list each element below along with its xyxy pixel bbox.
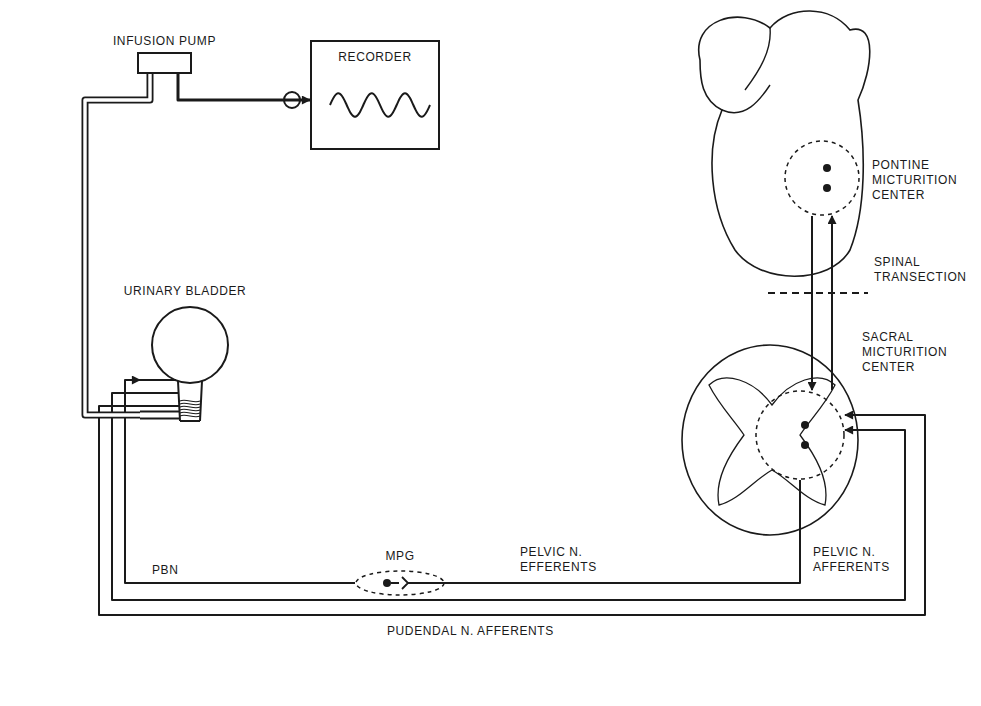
nerve-pathway	[831, 216, 833, 390]
nerve-pathway	[178, 74, 310, 100]
ganglion-cell	[383, 579, 391, 587]
center-outline	[756, 391, 844, 479]
transection-line	[768, 292, 868, 294]
sacral-center-shape	[755, 390, 845, 480]
ganglion: MPG	[355, 570, 445, 596]
synapse-symbol	[391, 577, 445, 589]
sphincter-hatch	[180, 409, 200, 411]
sacral-center: SACRAL MICTURITION CENTER	[755, 390, 845, 480]
node-title: MPG	[385, 549, 414, 564]
bladder-organ-shape	[140, 305, 230, 425]
sphincter-hatch	[180, 406, 200, 408]
neuron-dot	[801, 421, 809, 429]
node-title: URINARY BLADDER	[124, 284, 247, 299]
brainstem-fissure	[722, 28, 770, 113]
nerve-pathway	[811, 216, 813, 390]
pontine-center-shape	[784, 140, 860, 216]
nerve-stubs	[140, 380, 180, 419]
node-title: SACRAL MICTURITION CENTER	[862, 330, 972, 375]
sphincter-hatch	[180, 403, 200, 405]
nerve-label: PELVIC N. EFFERENTS	[518, 545, 614, 575]
catheter-tube	[85, 74, 150, 415]
nerve-pathway	[125, 380, 355, 583]
sphincter-hatch	[180, 412, 200, 414]
brainstem-outline	[699, 11, 870, 276]
neuron-dot	[823, 164, 831, 172]
ganglion-outline	[356, 571, 444, 595]
neuron-dot	[801, 441, 809, 449]
node-title: INFUSION PUMP	[113, 34, 216, 49]
node-title: PONTINE MICTURITION CENTER	[872, 158, 972, 203]
bladder-neck	[178, 381, 202, 421]
nerve-pathway	[445, 480, 800, 583]
bladder-dome	[152, 307, 228, 383]
pump-box: INFUSION PUMP	[137, 52, 192, 74]
nerve-label: PBN	[150, 563, 180, 578]
nerve-label: PELVIC N. AFFERENTS	[811, 545, 901, 575]
sphincter-hatch	[180, 400, 200, 402]
ganglion-shape	[355, 570, 445, 596]
node-title: RECORDER	[338, 50, 411, 65]
pressure-trace	[330, 93, 430, 116]
gray-matter-outline	[709, 378, 835, 505]
sphincter-hatch	[180, 415, 200, 417]
neuron-dot	[823, 184, 831, 192]
nerve-pathway	[99, 406, 925, 615]
pontine-center: PONTINE MICTURITION CENTER	[784, 140, 860, 216]
bladder-organ: URINARY BLADDER	[140, 305, 230, 425]
recorder-box: RECORDER	[310, 40, 440, 150]
tube-lumen	[85, 74, 150, 415]
center-outline	[785, 141, 859, 215]
annotation-label: SPINAL TRANSECTION	[872, 255, 976, 285]
nerve-label: PUDENDAL N. AFFERENTS	[385, 624, 556, 639]
nerve-pathway	[112, 393, 905, 600]
